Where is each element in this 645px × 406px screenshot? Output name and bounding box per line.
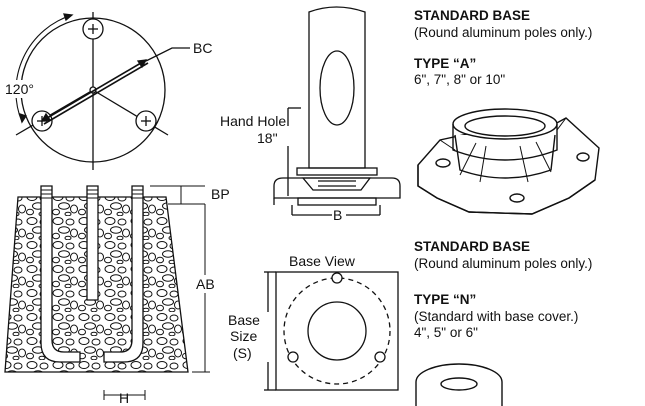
type-n-sizes: 4", 5" or 6" xyxy=(414,325,478,340)
base-view-title: Base View xyxy=(289,253,356,269)
bolt-circle-top-view xyxy=(15,12,190,170)
base-width-label: B xyxy=(333,207,342,223)
type-a-sizes: 6", 7", 8" or 10" xyxy=(414,72,506,87)
base-size-line2: Size xyxy=(230,328,257,344)
type-a-subheading: (Round aluminum poles only.) xyxy=(414,25,593,40)
base-size-line1: Base xyxy=(228,312,260,328)
bolt-projection-label: BP xyxy=(211,186,230,202)
type-a-type-label: TYPE “A” xyxy=(414,56,477,71)
type-n-subheading: (Round aluminum poles only.) xyxy=(414,256,593,271)
anchor-bolt-label: AB xyxy=(196,276,215,292)
base-plate-view xyxy=(264,271,399,391)
type-n-note: (Standard with base cover.) xyxy=(414,309,579,324)
hand-hole-label-line1: Hand Hole xyxy=(220,113,286,129)
anchor-bolt-foundation xyxy=(4,185,210,400)
type-a-heading: STANDARD BASE xyxy=(414,8,531,23)
type-a-base-casting xyxy=(417,108,600,215)
pole-hand-hole-side-view xyxy=(273,6,401,216)
angle-label: 120° xyxy=(5,81,34,97)
hook-label: H xyxy=(119,390,129,406)
base-size-line3: (S) xyxy=(233,345,252,361)
bolt-circle-label: BC xyxy=(193,40,212,56)
hand-hole-label-line2: 18" xyxy=(257,130,278,146)
type-n-type-label: TYPE “N” xyxy=(414,292,477,307)
type-n-base-cover xyxy=(415,363,503,406)
type-n-heading: STANDARD BASE xyxy=(414,239,531,254)
